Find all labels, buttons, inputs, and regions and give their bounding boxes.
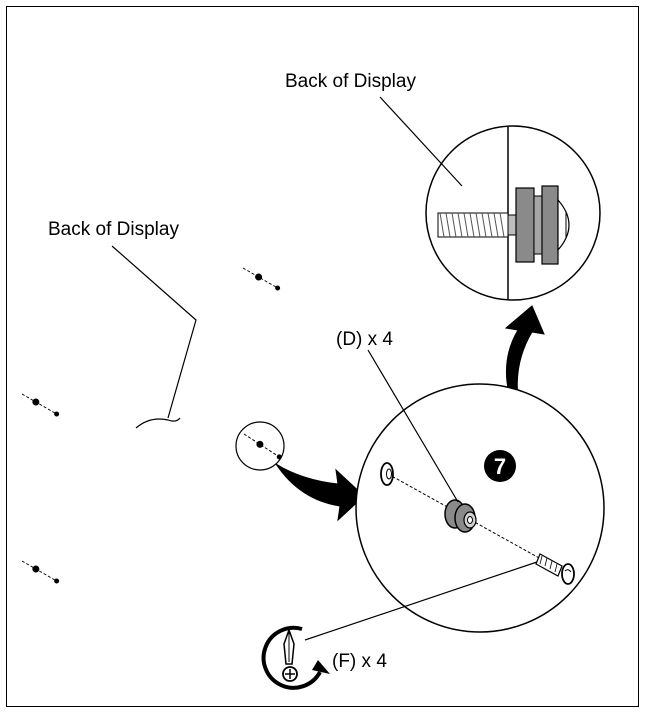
small-screw-1 [242,267,281,291]
step-badge: 7 [484,450,516,482]
leader-line-screw [304,561,538,641]
spacer-detail [515,185,570,265]
step-number: 7 [494,454,506,479]
washer-end [380,462,394,486]
leader-line-left [111,245,197,419]
back-of-display-label-left: Back of Display [48,219,179,240]
spacer-d [444,499,477,533]
back-of-display-label-top: Back of Display [285,71,416,92]
source-circle [235,421,285,471]
leader-line-top [379,96,463,187]
detail-circle-top [425,125,601,301]
detail-arrow [504,305,545,399]
spacer-part-label: (D) x 4 [336,329,393,350]
screw-thread-detail [437,212,521,238]
screw-f [535,553,575,585]
small-screw-2 [21,393,60,417]
screwdriver-tighten-icon [261,625,330,690]
small-screw-group [21,267,281,584]
leader-line-spacer [367,349,459,503]
screw-part-label: (F) x 4 [332,651,387,672]
display-edge-squiggle [135,417,181,429]
small-screw-3 [21,560,60,584]
magnify-arrow [275,463,365,522]
detail-circle-main: 7 [355,383,605,633]
